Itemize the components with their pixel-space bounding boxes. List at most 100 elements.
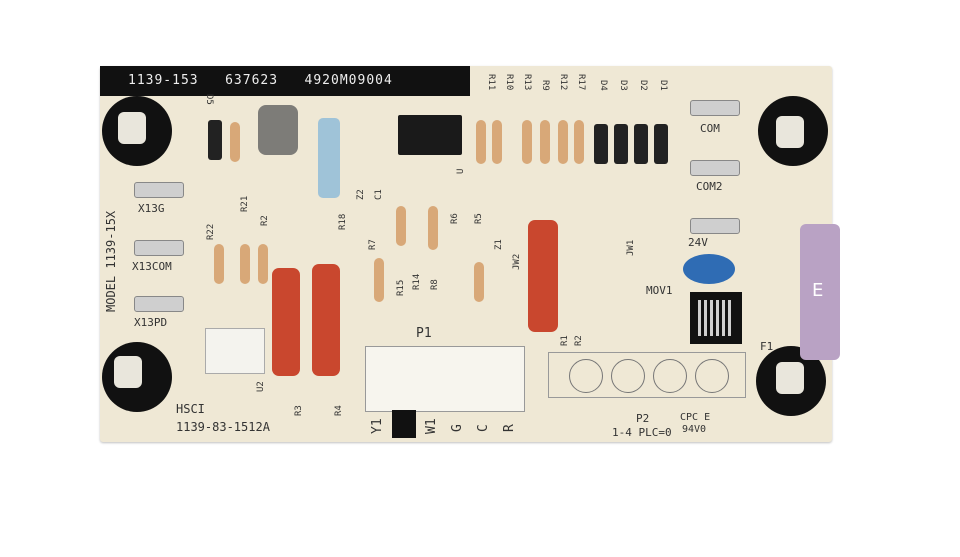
ref-jw1: JW1 (626, 239, 636, 256)
terminal-label: 24V (688, 236, 708, 249)
resistor (540, 120, 550, 164)
ref-r22: R22 (206, 223, 216, 240)
ref-c1: C1 (374, 189, 384, 200)
cert-94v0: 94V0 (682, 424, 707, 435)
fuse-letter: E (812, 280, 824, 301)
terminal-com (690, 100, 740, 116)
ref-r21: R21 (240, 195, 250, 212)
connector-p1 (365, 346, 525, 412)
p2-label: P2 (636, 412, 650, 425)
qr-code (690, 292, 742, 344)
ref-u2: U2 (256, 381, 266, 392)
resistor (574, 120, 584, 164)
ref-r11: R11 (486, 74, 496, 91)
terminal-label: X13COM (132, 260, 172, 273)
p2-note: 1-4 PLC=0 (612, 426, 672, 439)
ref-r9: R9 (540, 80, 550, 91)
ref-r10: R10 (504, 74, 514, 91)
plastic-post (118, 112, 146, 144)
part-number: 1139-83-1512A (176, 420, 270, 434)
ref-z2: Z2 (356, 189, 366, 200)
terminal-label: X13PD (134, 316, 168, 329)
pin-label-c: C (476, 424, 491, 432)
ref-r8: R8 (430, 279, 440, 290)
ref-r5: R5 (474, 213, 484, 224)
pin-label-y1: Y1 (370, 418, 385, 434)
ref-d2: D2 (638, 80, 648, 91)
ref-jw2: JW2 (512, 253, 522, 270)
resistor (214, 244, 224, 284)
ref-r12: R12 (558, 74, 568, 91)
resistor (240, 244, 250, 284)
mov-label: MOV1 (646, 284, 673, 297)
ref-d1: D1 (658, 80, 668, 91)
terminal-x13pd (134, 296, 184, 312)
connector-p2 (548, 352, 746, 398)
ref-d3: D3 (618, 80, 628, 91)
diode-d4 (594, 124, 608, 164)
resistor (522, 120, 532, 164)
diode-d3 (614, 124, 628, 164)
board-id-strip: 1139-153 637623 4920M09004 (100, 66, 470, 96)
terminal-x13g (134, 182, 184, 198)
ref-r15: R15 (396, 279, 406, 296)
terminal-24v (690, 218, 740, 234)
plastic-post (776, 116, 804, 148)
resistor-r5 (474, 262, 484, 302)
connector-latch (392, 410, 416, 438)
ref-r6: R6 (450, 213, 460, 224)
terminal-com2 (690, 160, 740, 176)
ref-r13: R13 (522, 74, 532, 91)
terminal-label: X13G (138, 202, 165, 215)
ref-r18: R18 (338, 213, 348, 230)
diode-d1 (654, 124, 668, 164)
power-resistor-r4 (312, 264, 340, 376)
resistor (476, 120, 486, 164)
terminal-x13com (134, 240, 184, 256)
resistor-r7 (374, 258, 384, 302)
ref-r4: R4 (334, 405, 344, 416)
power-resistor-r3 (272, 268, 300, 376)
ref-d5: D5 (204, 94, 214, 105)
ref-r3: R3 (294, 405, 304, 416)
plastic-post (114, 356, 142, 388)
ref-r2b: R2 (574, 335, 584, 346)
terminal-label: COM2 (696, 180, 723, 193)
p2-pin (695, 359, 729, 393)
ref-z1: Z1 (494, 239, 504, 250)
resistor-r14 (428, 206, 438, 250)
ref-r17: R17 (576, 74, 586, 91)
p2-pin (569, 359, 603, 393)
ref-r7: R7 (368, 239, 378, 250)
resistor-r15 (396, 206, 406, 246)
ref-u: U (456, 168, 466, 174)
ref-r14: R14 (412, 273, 422, 290)
pin-label-w1: W1 (424, 418, 439, 434)
power-resistor-r1 (528, 220, 558, 332)
diode-d2 (634, 124, 648, 164)
resistor (558, 120, 568, 164)
resistor-r18 (318, 118, 340, 198)
ic-chip (398, 115, 462, 155)
p1-label: P1 (416, 326, 432, 341)
diode-d5 (208, 120, 222, 160)
varistor-mov1 (683, 254, 735, 284)
ref-d4: D4 (598, 80, 608, 91)
resistor (492, 120, 502, 164)
p2-pin (653, 359, 687, 393)
optocoupler-u2 (205, 328, 265, 374)
pin-label-g: G (450, 424, 465, 432)
cert-cpc: CPC E (680, 412, 711, 423)
resistor (258, 244, 268, 284)
terminal-label: COM (700, 122, 720, 135)
p2-pin (611, 359, 645, 393)
resistor (230, 122, 240, 162)
plastic-post (776, 362, 804, 394)
fuse-f1: E (800, 224, 840, 360)
fuse-ref: F1 (760, 340, 774, 353)
pin-label-r: R (502, 424, 517, 432)
electrolytic-capacitor (258, 105, 298, 155)
maker-label: HSCI (176, 402, 205, 416)
ref-r2: R2 (260, 215, 270, 226)
ref-r1: R1 (560, 335, 570, 346)
